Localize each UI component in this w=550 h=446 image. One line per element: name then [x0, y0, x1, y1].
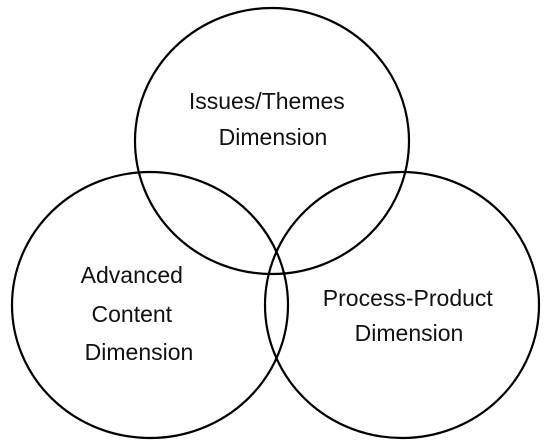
process-product-label-line-1: Process-Product — [323, 285, 494, 311]
advanced-content-label: Advanced Content Dimension — [81, 262, 194, 365]
process-product-label-line-2: Dimension — [355, 320, 464, 346]
advanced-content-label-line-3: Dimension — [85, 339, 194, 365]
advanced-content-label-line-1: Advanced — [81, 262, 183, 288]
process-product-label: Process-Product Dimension — [323, 285, 499, 346]
advanced-content-circle — [10, 170, 290, 440]
issues-themes-label-line-1: Issues/Themes — [189, 88, 345, 114]
issues-themes-circle — [133, 6, 411, 276]
advanced-content-label-line-2: Content — [92, 301, 173, 327]
issues-themes-label: Issues/Themes Dimension — [189, 88, 351, 150]
process-product-circle — [263, 170, 541, 440]
issues-themes-label-line-2: Dimension — [219, 124, 328, 150]
